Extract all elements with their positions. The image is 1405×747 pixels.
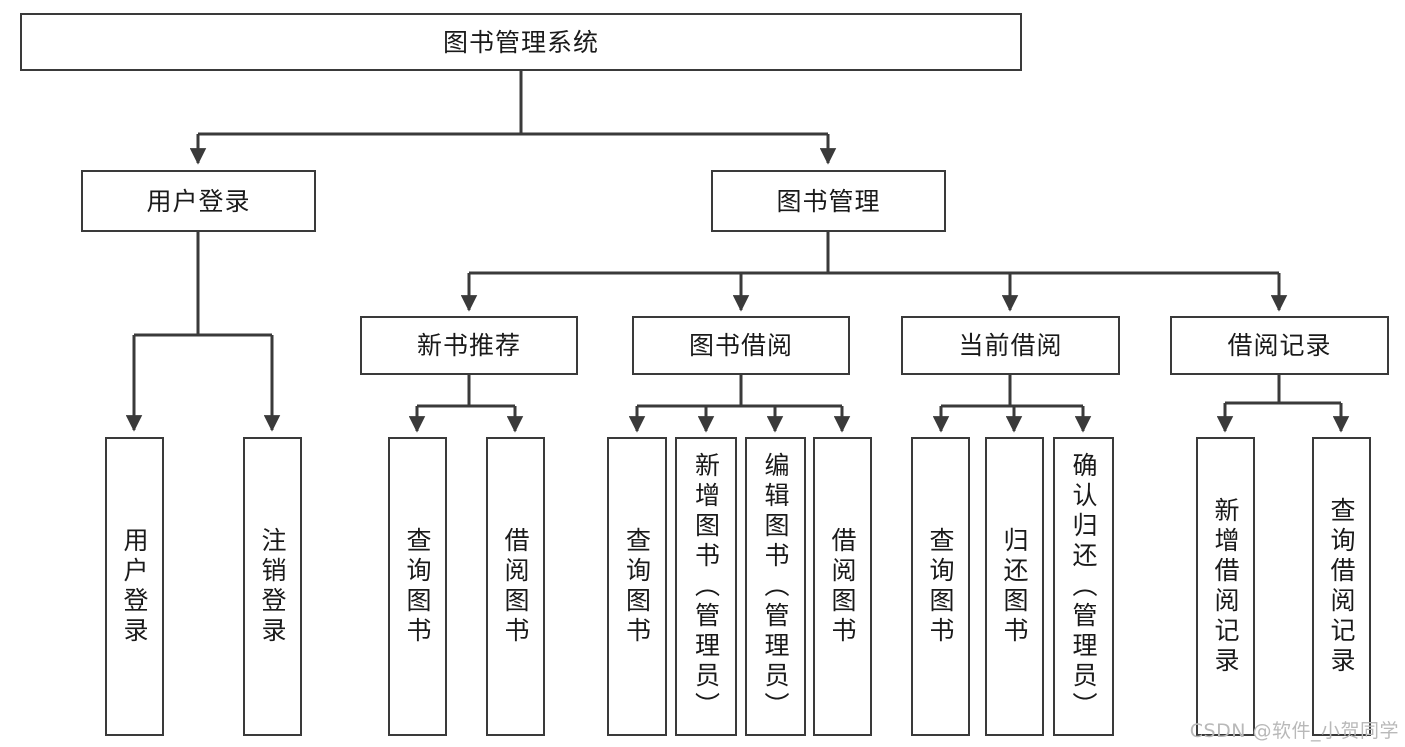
node-leaf-edit-book-admin[interactable]: 编辑图书（管理员） [745,437,806,736]
node-leaf-borrow-book-2[interactable]: 借阅图书 [813,437,872,736]
node-user-login[interactable]: 用户登录 [81,170,316,232]
node-leaf-add-borrow-record-label: 新增借阅记录 [1211,496,1240,677]
node-leaf-borrow-book-2-label: 借阅图书 [828,526,857,647]
node-leaf-borrow-book-1-label: 借阅图书 [501,526,530,647]
node-leaf-query-book-1-label: 查询图书 [403,526,432,647]
node-leaf-add-borrow-record[interactable]: 新增借阅记录 [1196,437,1255,736]
node-leaf-confirm-return-admin-label: 确认归还（管理员） [1069,451,1098,722]
node-leaf-query-book-2-label: 查询图书 [622,526,652,647]
node-leaf-confirm-return-admin[interactable]: 确认归还（管理员） [1053,437,1114,736]
node-leaf-add-book-admin-label: 新增图书（管理员） [691,451,721,722]
node-borrow-record-label: 借阅记录 [1227,331,1332,360]
node-leaf-query-book-2[interactable]: 查询图书 [607,437,667,736]
node-borrow-record[interactable]: 借阅记录 [1170,316,1389,375]
node-user-login-label: 用户登录 [146,186,251,216]
node-leaf-add-book-admin[interactable]: 新增图书（管理员） [675,437,737,736]
node-current-borrow-label: 当前借阅 [958,331,1063,360]
node-leaf-query-borrow-record-label: 查询借阅记录 [1327,496,1356,677]
node-leaf-user-logout[interactable]: 注销登录 [243,437,302,736]
node-root[interactable]: 图书管理系统 [20,13,1022,71]
node-leaf-edit-book-admin-label: 编辑图书（管理员） [761,451,790,722]
node-root-label: 图书管理系统 [442,27,599,57]
node-new-book-recommend-label: 新书推荐 [416,331,521,360]
node-book-borrow-label: 图书借阅 [688,331,793,360]
node-leaf-return-book[interactable]: 归还图书 [985,437,1044,736]
node-leaf-query-book-1[interactable]: 查询图书 [388,437,447,736]
node-book-manage-label: 图书管理 [776,186,881,216]
node-leaf-query-book-3-label: 查询图书 [926,526,955,647]
node-book-manage[interactable]: 图书管理 [711,170,946,232]
node-leaf-user-login[interactable]: 用户登录 [105,437,164,736]
node-leaf-query-book-3[interactable]: 查询图书 [911,437,970,736]
node-new-book-recommend[interactable]: 新书推荐 [360,316,578,375]
node-leaf-user-login-label: 用户登录 [120,526,149,647]
node-leaf-query-borrow-record[interactable]: 查询借阅记录 [1312,437,1371,736]
node-leaf-user-logout-label: 注销登录 [258,526,287,647]
node-leaf-return-book-label: 归还图书 [1000,526,1029,647]
node-book-borrow[interactable]: 图书借阅 [632,316,850,375]
node-leaf-borrow-book-1[interactable]: 借阅图书 [486,437,545,736]
node-current-borrow[interactable]: 当前借阅 [901,316,1120,375]
